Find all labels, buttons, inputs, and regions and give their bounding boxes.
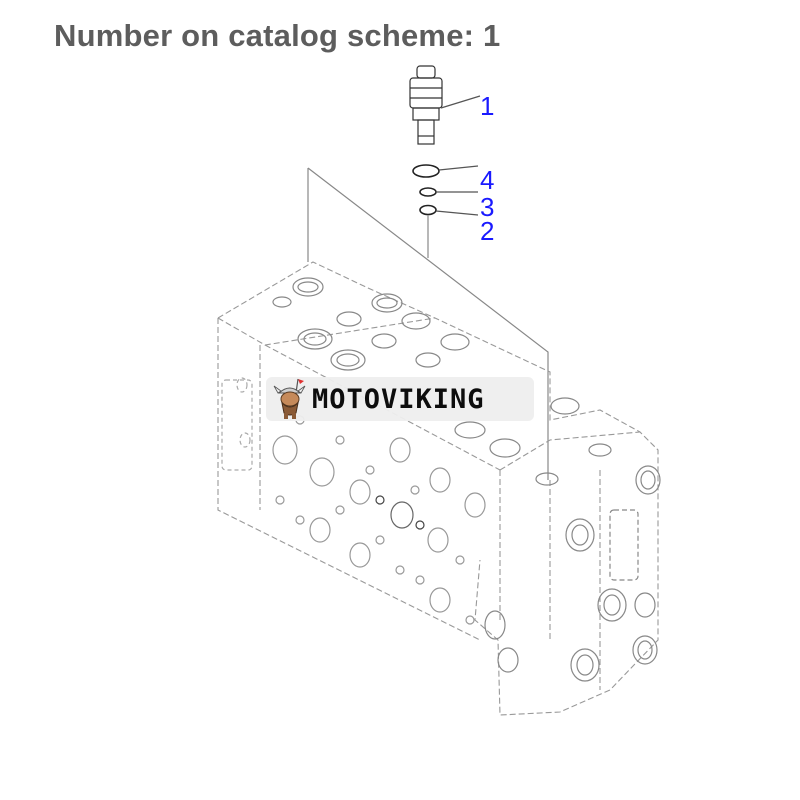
viking-mascot-icon	[273, 378, 306, 419]
callout-1[interactable]: 1	[480, 91, 495, 121]
callout-2[interactable]: 2	[480, 216, 495, 246]
brand-watermark: MOTOVIKING	[266, 377, 534, 421]
callout-3[interactable]: 3	[480, 192, 495, 222]
callout-4[interactable]: 4	[480, 165, 495, 195]
brand-name: MOTOVIKING	[312, 383, 485, 415]
relief-valve-cartridge	[409, 65, 443, 145]
page-title: Number on catalog scheme: 1	[54, 18, 501, 53]
